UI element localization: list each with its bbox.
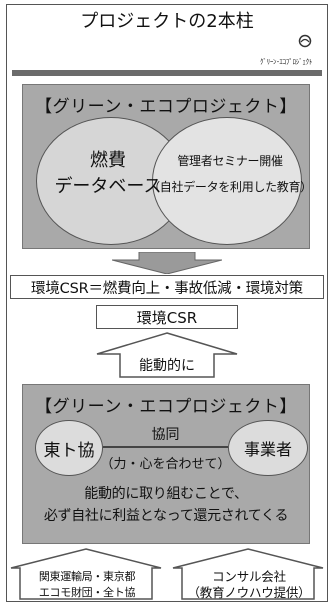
benefit-statement: 能動的に取り組むことで、 必ず自社に利益となって還元されてくる <box>22 480 310 530</box>
support-arrow-right <box>172 548 324 600</box>
cooperation-label: 協同 <box>151 427 180 443</box>
support-right-line1: コンサル会社 <box>212 569 286 584</box>
fuel-database-line2: データベース <box>54 176 162 197</box>
benefit-statement-line2: 必ず自社に利益となって還元されてくる <box>43 508 289 524</box>
support-arrow-left-label: 関東運輸局・東京都 エコモ財団・全ト協 <box>18 568 156 602</box>
seminar-circle <box>152 117 302 245</box>
up-arrow-label: 能動的に <box>139 358 195 374</box>
up-arrow <box>96 332 238 378</box>
support-left-line2: エコモ財団・全ト協 <box>38 586 136 599</box>
panel1-title: 【グリーン・エコプロジェクト】 <box>35 96 297 117</box>
down-arrow <box>112 252 222 274</box>
fuel-database-label: 燃費 データベース <box>48 148 168 200</box>
business-operator-circle: 事業者 <box>228 420 308 476</box>
support-arrow-left <box>10 548 162 600</box>
logo-text: ｸﾞﾘｰﾝ･ｴｺﾌﾟﾛｼﾞｪｸﾄ <box>259 58 313 66</box>
diagram-title: プロジェクトの2本柱 <box>80 11 254 32</box>
diagram-frame <box>6 4 328 602</box>
cooperation-sublabel: （力・心を合わせて） <box>100 456 231 472</box>
fuel-database-line1: 燃費 <box>90 150 126 171</box>
cooperation-line <box>103 446 228 448</box>
csr-box: 環境CSR <box>96 305 238 329</box>
header-rule <box>12 70 322 76</box>
support-right-line2: （教育ノウハウ提供） <box>187 585 311 600</box>
seminar-line2: （自社データを利用した教育） <box>148 180 312 194</box>
benefit-statement-line1: 能動的に取り組むことで、 <box>84 486 248 502</box>
seminar-line1: 管理者セミナー開催 <box>177 154 283 168</box>
support-left-line1: 関東運輸局・東京都 <box>38 570 136 583</box>
csr-formula: 環境CSR＝燃費向上・事故低減・環境対策 <box>10 275 324 299</box>
seminar-label: 管理者セミナー開催 （自社データを利用した教育） <box>148 148 312 200</box>
support-arrow-right-label: コンサル会社 （教育ノウハウ提供） <box>178 568 320 602</box>
panel2-title: 【グリーン・エコプロジェクト】 <box>35 396 297 417</box>
tokyo-trucking-association-circle: 東ト協 <box>35 420 103 476</box>
logo-emblem-icon <box>298 34 312 48</box>
